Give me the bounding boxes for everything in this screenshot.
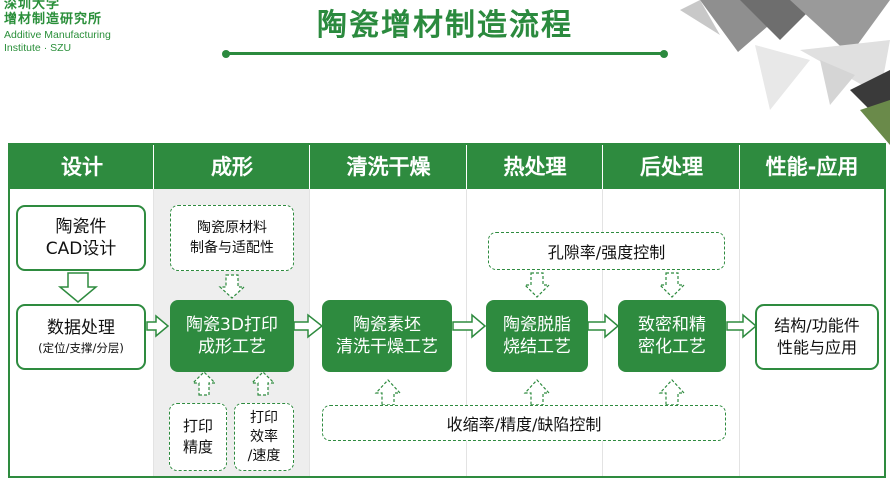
header-divider (466, 145, 467, 189)
header-divider (309, 145, 310, 189)
box-debinding-sintering: 陶瓷脱脂 烧结工艺 (486, 300, 588, 372)
box-cad-design: 陶瓷件 CAD设计 (16, 205, 146, 271)
box-raw-material: 陶瓷原材料 制备与适配性 (170, 205, 294, 271)
box-densification: 致密和精 密化工艺 (618, 300, 726, 372)
stage-header-heat: 热处理 (467, 145, 603, 189)
stage-header-cleaning: 清洗干燥 (310, 145, 467, 189)
column-divider (602, 189, 603, 476)
arrow-porosity-to-sinter (523, 272, 551, 298)
arrow-data-to-print (146, 314, 170, 338)
arrow-clean-to-sinter (452, 313, 487, 339)
logo-english-line2: Institute · SZU (4, 42, 72, 54)
header-divider (153, 145, 154, 189)
stage-header-forming: 成形 (154, 145, 310, 189)
arrow-print-to-clean (293, 313, 324, 339)
decorative-triangles (680, 0, 890, 145)
arrow-material-to-print (218, 274, 246, 299)
arrow-precision-to-print (191, 371, 217, 396)
box-data-processing: 数据处理 (定位/支撑/分层) (16, 304, 146, 370)
data-processing-title: 数据处理 (47, 318, 115, 338)
header-divider (739, 145, 740, 189)
column-divider (153, 189, 154, 476)
arrow-porosity-to-densify (658, 272, 686, 298)
arrow-cad-to-data (57, 272, 99, 303)
box-performance-application: 结构/功能件 性能与应用 (755, 304, 879, 370)
title-underline (228, 52, 664, 55)
title-underline-dot-right (660, 49, 668, 58)
arrow-shrink-to-clean (374, 379, 402, 406)
box-print-speed: 打印 效率 /速度 (234, 403, 294, 471)
title-underline-dot-left (222, 49, 230, 58)
process-table-frame (8, 143, 886, 478)
logo-chinese: 深圳大学 增材制造研究所 (4, 0, 103, 27)
stage-header-design: 设计 (10, 145, 154, 189)
box-porosity-control: 孔隙率/强度控制 (488, 232, 725, 270)
stage-header-post: 后处理 (603, 145, 740, 189)
box-3d-printing: 陶瓷3D打印 成形工艺 (170, 300, 294, 372)
stage-header-application: 性能-应用 (740, 145, 884, 189)
header-divider (602, 145, 603, 189)
arrow-shrink-to-sinter (523, 379, 551, 406)
data-processing-subtitle: (定位/支撑/分层) (38, 341, 124, 355)
column-divider (466, 189, 467, 476)
box-shrinkage-control: 收缩率/精度/缺陷控制 (322, 405, 726, 441)
arrow-sinter-to-densify (587, 313, 620, 339)
arrow-densify-to-result (726, 313, 758, 339)
column-divider (739, 189, 740, 476)
box-print-precision: 打印 精度 (169, 403, 227, 471)
arrow-shrink-to-densify (658, 379, 686, 406)
arrow-speed-to-print (250, 371, 276, 396)
box-cleaning-drying: 陶瓷素坯 清洗干燥工艺 (322, 300, 452, 372)
logo-english-line1: Additive Manufacturing (4, 29, 111, 41)
page-title: 陶瓷增材制造流程 (317, 8, 573, 43)
